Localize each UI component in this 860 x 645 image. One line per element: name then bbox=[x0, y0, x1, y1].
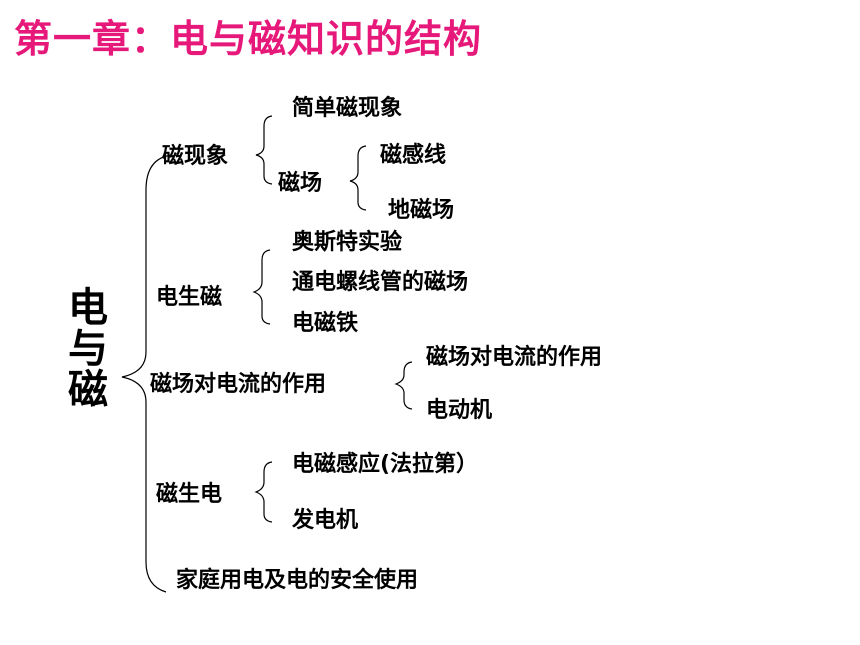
root-node: 电 与 磁 bbox=[66, 288, 110, 410]
branch-magnetism: 磁现象 bbox=[162, 144, 229, 169]
branch-electromagnetism: 电生磁 bbox=[156, 285, 223, 310]
leaf-oersted: 奥斯特实验 bbox=[292, 230, 403, 255]
root-char: 磁 bbox=[68, 366, 108, 413]
leaf-force-on-current: 磁场对电流的作用 bbox=[426, 345, 603, 370]
branch-induction: 磁生电 bbox=[156, 482, 223, 507]
leaf-earth-field: 地磁场 bbox=[388, 198, 455, 223]
leaf-motor: 电动机 bbox=[426, 398, 493, 423]
induction-brace bbox=[254, 461, 273, 523]
leaf-field-lines: 磁感线 bbox=[380, 143, 447, 168]
page-title: 第一章：电与磁知识的结构 bbox=[14, 16, 483, 61]
main-brace bbox=[121, 154, 173, 593]
leaf-solenoid-field: 通电螺线管的磁场 bbox=[292, 270, 469, 295]
leaf-simple-magnetism: 简单磁现象 bbox=[292, 96, 403, 121]
leaf-electromagnet: 电磁铁 bbox=[292, 311, 359, 336]
branch-force: 磁场对电流的作用 bbox=[150, 372, 327, 397]
force-brace bbox=[394, 361, 413, 410]
branch-household: 家庭用电及电的安全使用 bbox=[176, 568, 419, 593]
leaf-generator: 发电机 bbox=[292, 508, 359, 533]
field-brace bbox=[349, 145, 367, 211]
magnetism-brace bbox=[255, 115, 273, 185]
root-char: 电 bbox=[68, 285, 108, 331]
electromagnetism-brace bbox=[252, 249, 271, 325]
root-char: 与 bbox=[68, 325, 108, 372]
leaf-induction-faraday: 电磁感应(法拉第） bbox=[292, 452, 479, 477]
branch-magnetic-field: 磁场 bbox=[278, 171, 323, 196]
